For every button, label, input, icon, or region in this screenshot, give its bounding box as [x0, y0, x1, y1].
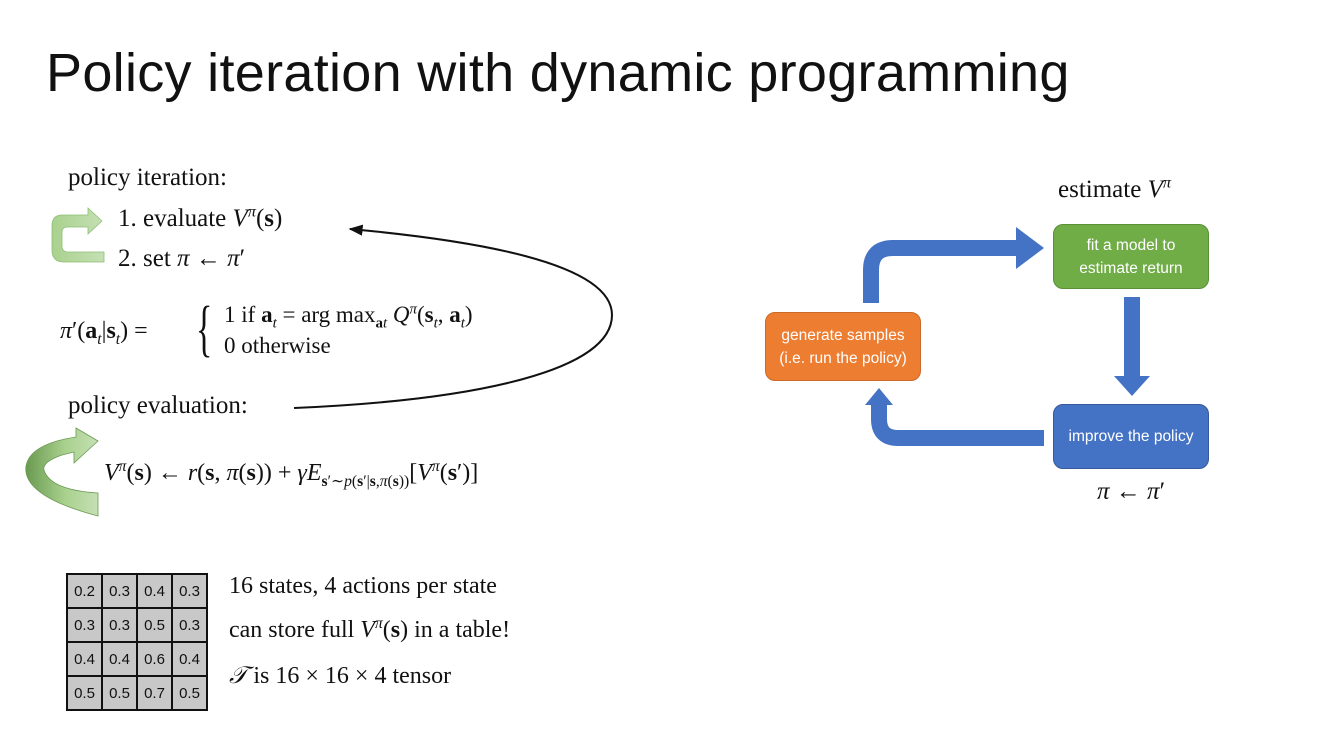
- policy-evaluation-heading: policy evaluation:: [68, 392, 248, 419]
- down-arrow-icon: [1124, 297, 1140, 379]
- case-if-label: 1 if: [224, 302, 256, 327]
- fact-table-post: in a table!: [414, 617, 511, 643]
- case-otherwise: 0 otherwise: [224, 333, 331, 358]
- down-arrowhead-icon: [1114, 376, 1150, 396]
- table-cell: 0.3: [173, 575, 206, 607]
- up-right-arrowhead-icon: [1016, 227, 1044, 269]
- fit-model-box: fit a model to estimate return: [1053, 224, 1209, 289]
- table-cell: 0.5: [68, 677, 101, 709]
- table-cell: 0.5: [103, 677, 136, 709]
- table-cell: 0.5: [173, 677, 206, 709]
- brace: {: [196, 295, 213, 363]
- left-up-arrow-icon: [871, 403, 1044, 446]
- curl-arrow-icon: [25, 427, 99, 517]
- table-cell: 0.3: [68, 609, 101, 641]
- table-cell: 0.4: [68, 643, 101, 675]
- table-cell: 0.4: [103, 643, 136, 675]
- table-cell: 0.2: [68, 575, 101, 607]
- generate-samples-box: generate samples (i.e. run the policy): [765, 312, 921, 381]
- step-text: evaluate: [143, 205, 227, 232]
- table-cell: 0.4: [138, 575, 171, 607]
- value-table: 0.2 0.3 0.4 0.3 0.3 0.3 0.5 0.3 0.4 0.4 …: [66, 573, 208, 711]
- policy-update-label: π ← π′: [1097, 478, 1166, 505]
- left-up-arrowhead-icon: [865, 388, 893, 405]
- fact-table-pre: can store full: [229, 617, 355, 643]
- fact-table: can store full Vπ(s) in a table!: [229, 615, 511, 643]
- estimate-label: estimate Vπ: [1058, 173, 1171, 203]
- table-cell: 0.4: [173, 643, 206, 675]
- step-number: 1.: [118, 205, 137, 232]
- step-number: 2.: [118, 245, 137, 272]
- policy-iteration-heading: policy iteration:: [68, 164, 227, 191]
- step-set: 2. set π ← π′: [118, 245, 246, 272]
- page-title: Policy iteration with dynamic programmin…: [46, 43, 1070, 103]
- table-cell: 0.5: [138, 609, 171, 641]
- fact-states: 16 states, 4 actions per state: [229, 573, 497, 599]
- step-evaluate: 1. evaluate Vπ(s): [118, 202, 283, 232]
- bellman-update: Vπ(s) ← r(s, π(s)) + γEs′∼p(s′|s,π(s))[V…: [104, 458, 479, 490]
- table-cell: 0.7: [138, 677, 171, 709]
- table-cell: 0.3: [103, 575, 136, 607]
- table-cell: 0.3: [103, 609, 136, 641]
- fact-tensor-text: is 16 × 16 × 4 tensor: [253, 663, 452, 689]
- table-cell: 0.6: [138, 643, 171, 675]
- back-arrow-icon: [293, 224, 614, 409]
- policy-definition-lhs: π′(at|st) =: [60, 318, 148, 348]
- estimate-text: estimate: [1058, 176, 1142, 203]
- loop-arrow-icon: [51, 207, 105, 263]
- improve-policy-box: improve the policy: [1053, 404, 1209, 469]
- up-right-arrow-icon: [863, 240, 1016, 303]
- step-text: set: [143, 245, 171, 272]
- table-cell: 0.3: [173, 609, 206, 641]
- fact-tensor: 𝒯 is 16 × 16 × 4 tensor: [229, 661, 452, 689]
- case-if: 1 if at = arg maxat Qπ(st, at): [224, 301, 473, 332]
